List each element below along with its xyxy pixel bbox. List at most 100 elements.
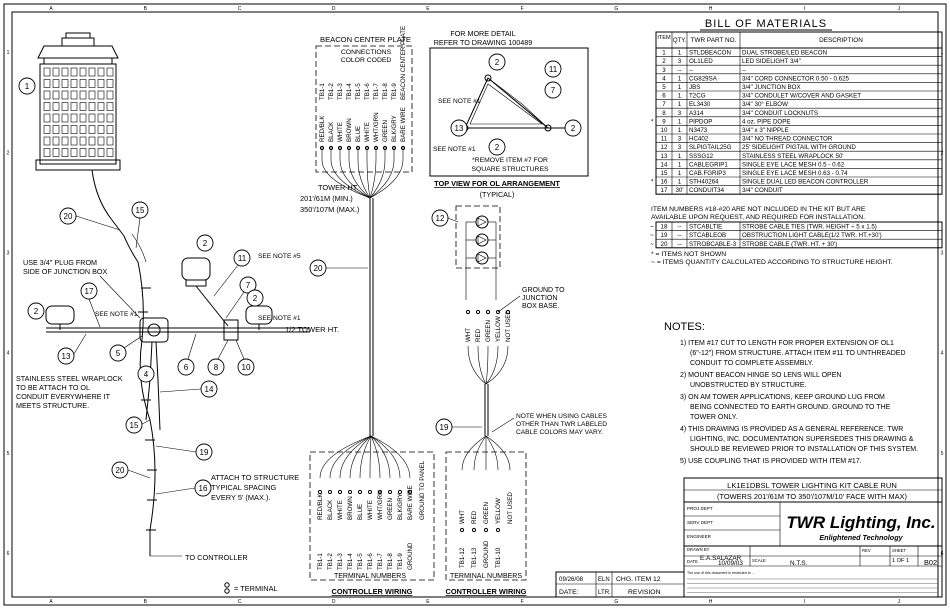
border-mark-top: H xyxy=(709,6,713,12)
tower-ht-label: TOWER HT. xyxy=(318,183,359,192)
bcp-terminal: TB1-8 xyxy=(382,83,389,100)
ol-term-wire: GREEN xyxy=(483,502,490,524)
bom-qty: -- xyxy=(677,67,681,74)
ol-cable xyxy=(465,309,511,436)
note-line: 4) THIS DRAWING IS PROVIDED AS A GENERAL… xyxy=(680,426,903,433)
top-view-header-2: REFER TO DRAWING 100489 xyxy=(434,38,533,47)
border-mark-bottom: H xyxy=(709,599,713,605)
bom-item-no: 7 xyxy=(662,101,666,108)
ctrl-controller-wiring: CONTROLLER WIRING xyxy=(332,587,413,596)
ground-note-1: GROUND TO xyxy=(522,287,565,294)
bom-description: 25' SIDELIGHT PIGTAIL WITH GROUND xyxy=(742,144,856,151)
svg-text:16: 16 xyxy=(199,484,208,493)
bubble-2a: 2 xyxy=(196,234,214,252)
bom-qty: 3 xyxy=(678,136,682,143)
ol-term-num: TB1-12 xyxy=(459,547,466,568)
border-mark-bottom: F xyxy=(521,599,524,605)
field-serv-dept: SERV DEPT xyxy=(687,520,713,525)
rev-date: 09/26/08 xyxy=(559,576,584,583)
bubble-5: 5 xyxy=(109,344,127,362)
svg-text:1: 1 xyxy=(25,82,30,91)
ctrl-wire-color: BLK/GRY xyxy=(397,493,404,520)
attach-line: ATTACH TO STRUCTURE xyxy=(211,473,299,482)
bom-description: 3/4" CONDULET W/COVER AND GASKET xyxy=(742,93,861,100)
bom-part-no: JBS xyxy=(689,84,700,91)
svg-text:6: 6 xyxy=(184,363,189,372)
bcp-wire-color: BLK/GRY xyxy=(391,115,398,142)
note-line: 3) ON AM TOWER APPLICATIONS, KEEP GROUND… xyxy=(680,394,885,401)
bcp-wire-color: WHITE xyxy=(364,122,371,142)
bom-description: 4 oz. PIPE DOPE xyxy=(742,118,791,125)
note-line: 2) MOUNT BEACON HINGE SO LENS WILL OPEN xyxy=(680,372,841,379)
rev-col-date: DATE: xyxy=(559,589,579,596)
beacon-plate-labels: RED/BLKTB1-1BLACKTB1-2WHITETB1-3BROWNTB1… xyxy=(319,26,407,142)
ctrl-terminal: TB1-6 xyxy=(367,553,374,570)
svg-text:11: 11 xyxy=(238,254,247,263)
ol-wire-color: NOT USED xyxy=(505,310,512,342)
svg-text:17: 17 xyxy=(85,287,94,296)
svg-text:7: 7 xyxy=(246,281,251,290)
wraplock-line: MEETS STRUCTURE. xyxy=(16,401,89,410)
bubble-20a: 20 xyxy=(59,207,77,225)
ol-term-num: TB1-13 xyxy=(471,547,478,568)
bom-extra-part-no: STROBCABLE-3 xyxy=(689,241,737,248)
ol-wire-color: WHT xyxy=(465,328,472,342)
ground-note-2: JUNCTION xyxy=(522,295,557,302)
svg-text:15: 15 xyxy=(130,421,139,430)
bom-extra-qty: -- xyxy=(677,232,681,239)
see-note-5: SEE NOTE #5 xyxy=(258,253,301,260)
bcp-terminal: TB1-7 xyxy=(373,83,380,100)
bom-description: 3/4" CORD CONNECTOR 0.50 - 0.625 xyxy=(742,75,850,82)
terminal-symbol-1 xyxy=(224,582,230,588)
ol-term-wire: WHT xyxy=(459,510,466,524)
bubble-10: 10 xyxy=(237,358,255,376)
border-mark-bottom: D xyxy=(332,599,336,605)
bom-part-no: HC402 xyxy=(689,136,709,143)
ol-term-wire: NOT USED xyxy=(507,492,514,524)
bubble-12: 12 xyxy=(431,209,449,227)
border-mark-bottom: G xyxy=(614,599,618,605)
bom-item-no: 2 xyxy=(662,58,666,65)
ctrl-terminal-numbers: TERMINAL NUMBERS xyxy=(334,573,406,580)
drawn-by-label: DRAWN BY xyxy=(687,547,710,552)
bom-extra-item-no: 18 xyxy=(661,224,668,231)
top-view-frame xyxy=(429,47,589,177)
bom-part-no: STLDBEACON xyxy=(689,50,731,57)
bom-qty: 1 xyxy=(678,179,682,186)
bom-part-no: OL1LED xyxy=(689,58,713,65)
attach-line: EVERY 5' (MAX.). xyxy=(211,493,270,502)
bubble-4: 4 xyxy=(137,365,155,383)
cable-note-line: NOTE WHEN USING CABLES xyxy=(516,413,607,420)
bom-item-no: 14 xyxy=(661,161,668,168)
svg-text:2: 2 xyxy=(495,58,500,67)
strobe-cable xyxy=(123,235,156,556)
see-note-1-right: SEE NOTE #1 xyxy=(258,315,301,322)
date-value: 10/09/03 xyxy=(718,560,743,567)
ctrl-terminal: TB1-3 xyxy=(337,553,344,570)
bom-item-no: 10 xyxy=(661,127,668,134)
bom-description: 3/4" JUNCTION BOX xyxy=(742,84,801,91)
svg-text:19: 19 xyxy=(200,448,209,457)
svg-text:2: 2 xyxy=(495,143,500,152)
bcp-terminal: TB1-2 xyxy=(328,83,335,100)
tv-see-note-b: SEE NOTE #1 xyxy=(433,146,476,153)
bom-extra-part-no: STCABLEOB xyxy=(689,232,726,239)
wraplock-line: TO BE ATTACH TO OL xyxy=(16,383,90,392)
bom-header-item: ITEM xyxy=(657,35,671,41)
bom-header-part: TWR PART NO. xyxy=(691,37,737,44)
fine-print: The use of this document is restricted t… xyxy=(687,571,755,575)
bubble-tv-11: 11 xyxy=(544,60,562,78)
bom-part-no: SSSG12 xyxy=(689,153,714,160)
svg-text:20: 20 xyxy=(314,264,323,273)
ctrl-wire-color: WHITE xyxy=(367,500,374,520)
bom-qty: 1 xyxy=(678,75,682,82)
bom-qty: 1 xyxy=(678,170,682,177)
ol-wire-color: YELLOW xyxy=(495,316,502,342)
svg-text:8: 8 xyxy=(214,363,219,372)
border-mark-left: 6 xyxy=(7,551,10,557)
remove-item-line1: *REMOVE ITEM #7 FOR xyxy=(472,157,548,164)
svg-text:2: 2 xyxy=(203,239,208,248)
